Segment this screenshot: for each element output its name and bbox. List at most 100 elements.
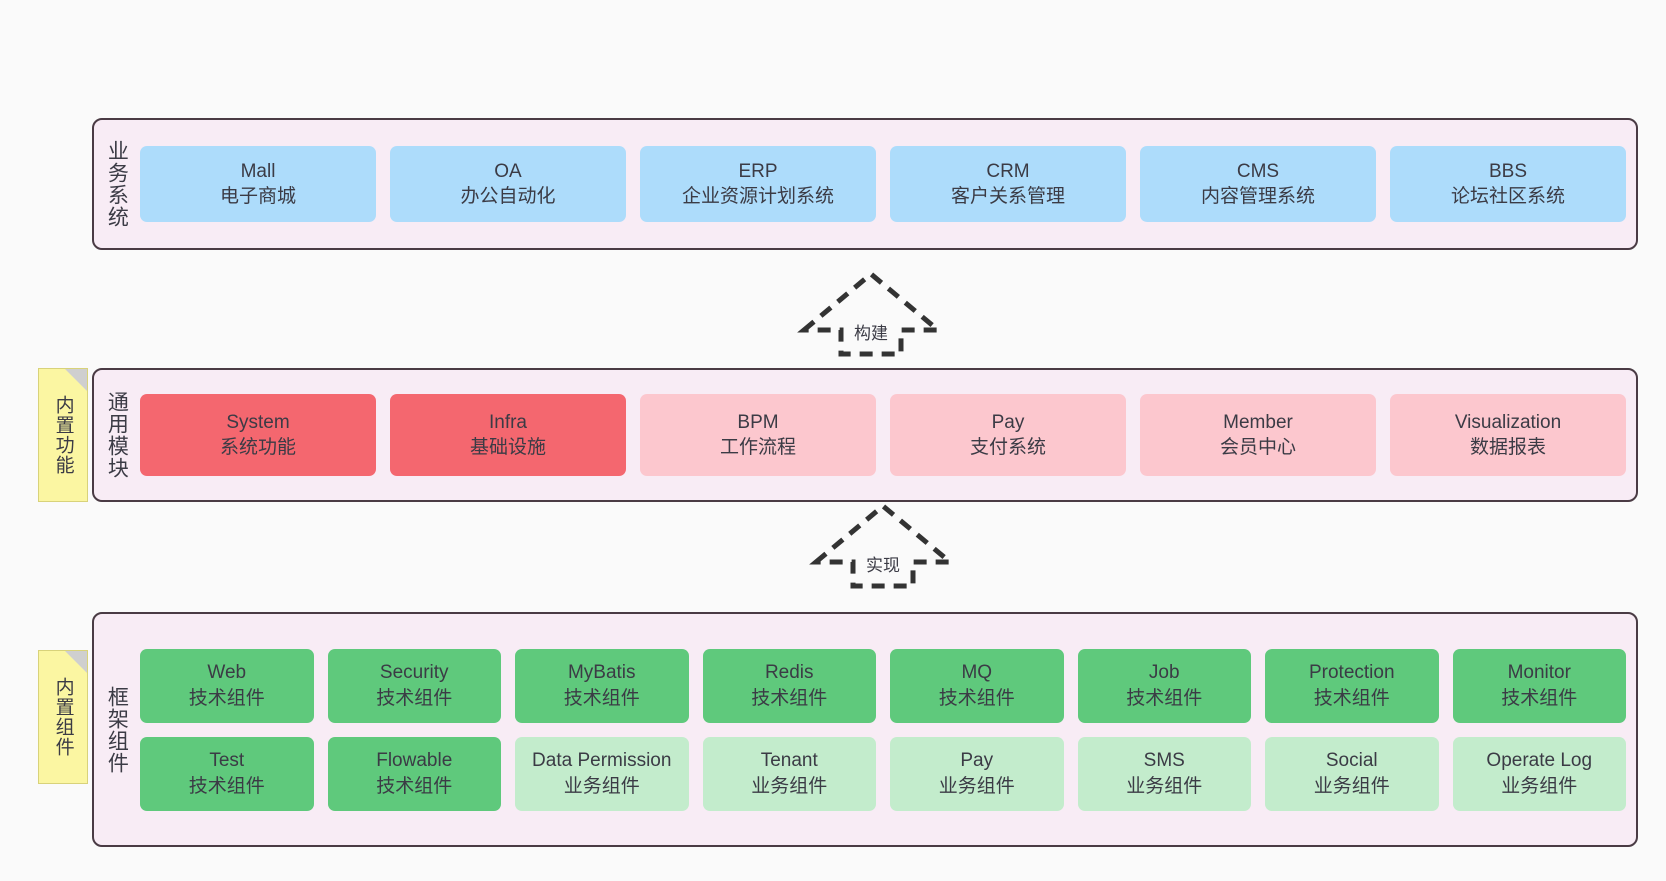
layer-modules-title: 通用模块 — [105, 391, 129, 479]
cell-job-cn: 技术组件 — [1126, 687, 1203, 709]
cell-mq[interactable]: MQ 技术组件 — [890, 648, 1064, 723]
cell-monitor-cn: 技术组件 — [1501, 687, 1578, 709]
cell-bpm-cn: 工作流程 — [719, 437, 796, 458]
cell-data-permission[interactable]: Data Permission 业务组件 — [515, 736, 689, 811]
cell-social-cn: 业务组件 — [1313, 775, 1390, 797]
cell-flowable-cn: 技术组件 — [376, 775, 453, 797]
cell-bpm[interactable]: BPM 工作流程 — [640, 394, 876, 476]
cell-system-cn: 系统功能 — [219, 437, 296, 458]
cell-tenant-en: Tenant — [760, 750, 818, 772]
cell-bpm-en: BPM — [737, 411, 779, 433]
cell-oa[interactable]: OA 办公自动化 — [390, 146, 626, 222]
cell-monitor[interactable]: Monitor 技术组件 — [1452, 648, 1626, 723]
layer-modules-cells: System 系统功能 Infra 基础设施 BPM 工作流程 Pay 支付系统… — [138, 370, 1636, 500]
cell-job-en: Job — [1148, 662, 1180, 684]
cell-data-permission-cn: 业务组件 — [563, 775, 640, 797]
note-builtin-features-label: 内置功能 — [52, 395, 74, 475]
cell-mybatis-cn: 技术组件 — [563, 687, 640, 709]
cell-data-permission-en: Data Permission — [532, 750, 672, 772]
cell-infra-en: Infra — [488, 411, 528, 433]
cell-redis-en: Redis — [764, 662, 814, 684]
cell-operate-log-en: Operate Log — [1486, 750, 1593, 772]
cell-pay-component-cn: 业务组件 — [938, 775, 1015, 797]
cell-crm[interactable]: CRM 客户关系管理 — [890, 146, 1126, 222]
cell-infra-cn: 基础设施 — [469, 437, 546, 458]
cell-sms-cn: 业务组件 — [1126, 775, 1203, 797]
cell-visualization-cn: 数据报表 — [1469, 437, 1546, 458]
cell-job[interactable]: Job 技术组件 — [1077, 648, 1251, 723]
cell-oa-en: OA — [494, 160, 522, 182]
cell-mybatis-en: MyBatis — [567, 662, 636, 684]
arrow-implement-label: 实现 — [866, 556, 900, 575]
cell-member-en: Member — [1223, 411, 1293, 433]
cell-test-en: Test — [209, 750, 245, 772]
cell-cms-cn: 内容管理系统 — [1200, 186, 1315, 207]
note-builtin-components-label: 内置组件 — [52, 677, 74, 757]
cell-protection-cn: 技术组件 — [1313, 687, 1390, 709]
cell-operate-log-cn: 业务组件 — [1501, 775, 1578, 797]
cell-tenant[interactable]: Tenant 业务组件 — [702, 736, 876, 811]
cell-redis[interactable]: Redis 技术组件 — [702, 648, 876, 723]
cell-mq-en: MQ — [961, 662, 993, 684]
cell-web-en: Web — [207, 662, 247, 684]
cell-member[interactable]: Member 会员中心 — [1140, 394, 1376, 476]
cell-protection[interactable]: Protection 技术组件 — [1265, 648, 1439, 723]
cell-erp-cn: 企业资源计划系统 — [681, 186, 834, 207]
cell-security-en: Security — [379, 662, 449, 684]
cell-bbs-en: BBS — [1488, 160, 1528, 182]
note-builtin-features: 内置功能 — [38, 368, 88, 502]
cell-crm-cn: 客户关系管理 — [950, 186, 1065, 207]
layer-framework-title: 框架组件 — [105, 685, 129, 774]
cell-cms[interactable]: CMS 内容管理系统 — [1140, 146, 1376, 222]
cell-cms-en: CMS — [1236, 160, 1280, 182]
cell-social[interactable]: Social 业务组件 — [1265, 736, 1439, 811]
cell-test-cn: 技术组件 — [188, 775, 265, 797]
cell-system-en: System — [226, 411, 290, 433]
layer-business-systems: 业务系统 Mall 电子商城 OA 办公自动化 ERP 企业资源计划系统 CRM… — [92, 118, 1638, 250]
cell-pay-module-en: Pay — [991, 411, 1025, 433]
cell-redis-cn: 技术组件 — [751, 687, 828, 709]
arrow-implement: 实现 — [808, 500, 958, 590]
note-builtin-components: 内置组件 — [38, 650, 88, 784]
cell-pay-module[interactable]: Pay 支付系统 — [890, 394, 1126, 476]
note-fold-icon — [65, 369, 87, 391]
cell-mall[interactable]: Mall 电子商城 — [140, 146, 376, 222]
cell-flowable[interactable]: Flowable 技术组件 — [327, 736, 501, 811]
cell-crm-en: CRM — [986, 160, 1030, 182]
cell-infra[interactable]: Infra 基础设施 — [390, 394, 626, 476]
cell-test[interactable]: Test 技术组件 — [140, 736, 314, 811]
cell-security-cn: 技术组件 — [376, 687, 453, 709]
cell-mall-en: Mall — [240, 160, 276, 182]
framework-row-2: Test 技术组件 Flowable 技术组件 Data Permission … — [140, 736, 1626, 811]
arrow-build-label: 构建 — [854, 324, 888, 343]
cell-sms-en: SMS — [1143, 750, 1185, 772]
layer-framework-components: 框架组件 Web 技术组件 Security 技术组件 MyBatis 技术组件… — [92, 612, 1638, 847]
arrow-build: 构建 — [796, 268, 946, 358]
framework-row-1: Web 技术组件 Security 技术组件 MyBatis 技术组件 Redi… — [140, 648, 1626, 723]
cell-oa-cn: 办公自动化 — [460, 186, 556, 207]
cell-operate-log[interactable]: Operate Log 业务组件 — [1452, 736, 1626, 811]
cell-mall-cn: 电子商城 — [219, 186, 296, 207]
cell-protection-en: Protection — [1308, 662, 1395, 684]
cell-security[interactable]: Security 技术组件 — [327, 648, 501, 723]
cell-bbs-cn: 论坛社区系统 — [1450, 186, 1565, 207]
cell-monitor-en: Monitor — [1507, 662, 1571, 684]
layer-business-title: 业务系统 — [105, 140, 129, 228]
cell-web[interactable]: Web 技术组件 — [140, 648, 314, 723]
cell-erp[interactable]: ERP 企业资源计划系统 — [640, 146, 876, 222]
cell-tenant-cn: 业务组件 — [751, 775, 828, 797]
cell-social-en: Social — [1325, 750, 1378, 772]
cell-pay-component[interactable]: Pay 业务组件 — [890, 736, 1064, 811]
cell-pay-component-en: Pay — [960, 750, 994, 772]
cell-sms[interactable]: SMS 业务组件 — [1077, 736, 1251, 811]
cell-pay-module-cn: 支付系统 — [969, 437, 1046, 458]
cell-system[interactable]: System 系统功能 — [140, 394, 376, 476]
cell-bbs[interactable]: BBS 论坛社区系统 — [1390, 146, 1626, 222]
layer-business-cells: Mall 电子商城 OA 办公自动化 ERP 企业资源计划系统 CRM 客户关系… — [138, 120, 1636, 248]
cell-mybatis[interactable]: MyBatis 技术组件 — [515, 648, 689, 723]
layer-general-modules: 通用模块 System 系统功能 Infra 基础设施 BPM 工作流程 Pay… — [92, 368, 1638, 502]
cell-visualization[interactable]: Visualization 数据报表 — [1390, 394, 1626, 476]
layer-framework-cells: Web 技术组件 Security 技术组件 MyBatis 技术组件 Redi… — [138, 614, 1636, 845]
cell-web-cn: 技术组件 — [188, 687, 265, 709]
